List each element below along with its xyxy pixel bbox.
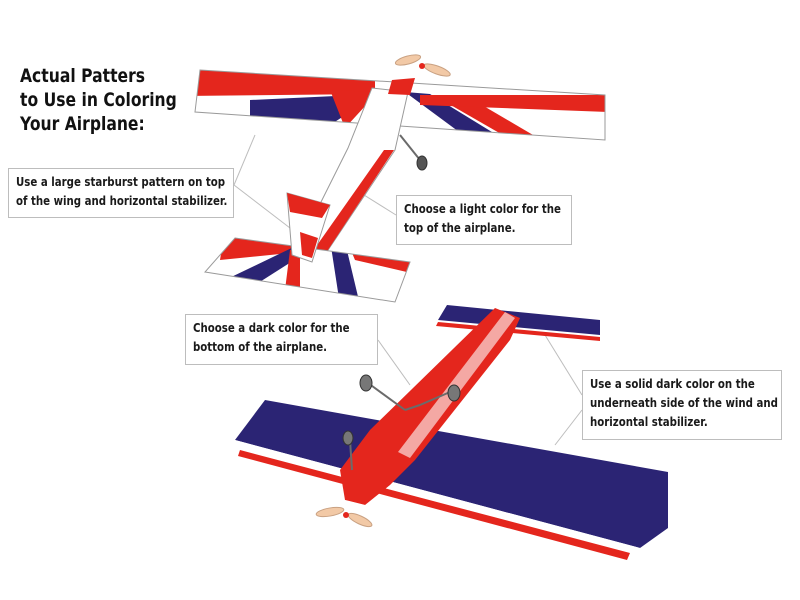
bottom-wheels [342, 374, 461, 446]
bottom-fuselage [340, 308, 520, 510]
bottom-propeller [315, 506, 373, 528]
top-landing-gear [399, 134, 428, 171]
callout-line: Choose a dark color for the [193, 321, 350, 335]
callout-line: Use a large starburst pattern on top [16, 175, 226, 189]
callout-solid-underside: Use a solid dark color on the underneath… [582, 370, 782, 440]
bottom-landing-gear [349, 382, 451, 471]
callout-light-top: Choose a light color for the top of the … [396, 195, 572, 245]
top-propeller [394, 54, 451, 77]
top-stabilizer-starburst [204, 237, 411, 303]
bottom-stabilizer [436, 305, 600, 341]
callout-leader-lines-bottom [377, 334, 583, 446]
bottom-view-airplane [232, 305, 668, 560]
callout-line: of the wing and horizontal stabilizer. [16, 194, 228, 208]
wing-red-ray-right [435, 96, 545, 140]
wing-red-stripe-right [420, 95, 605, 112]
title-line: Your Airplane: [20, 113, 145, 135]
callout-line: Choose a light color for the [404, 202, 561, 216]
callout-line: Use a solid dark color on the [590, 377, 755, 391]
wing-red-ray-left [330, 90, 378, 128]
callout-line: underneath side of the wind and [590, 396, 778, 410]
callout-line: horizontal stabilizer. [590, 415, 708, 429]
callout-starburst-pattern: Use a large starburst pattern on top of … [8, 168, 234, 218]
title-line: to Use in Coloring [20, 89, 177, 111]
top-vertical-fin [286, 192, 331, 263]
title-line: Actual Patters [20, 65, 146, 87]
page-title: Actual Patters to Use in Coloring Your A… [20, 64, 177, 136]
top-view-airplane [194, 54, 606, 303]
callout-line: bottom of the airplane. [193, 340, 327, 354]
callout-line: top of the airplane. [404, 221, 516, 235]
callout-dark-bottom: Choose a dark color for the bottom of th… [185, 314, 378, 365]
